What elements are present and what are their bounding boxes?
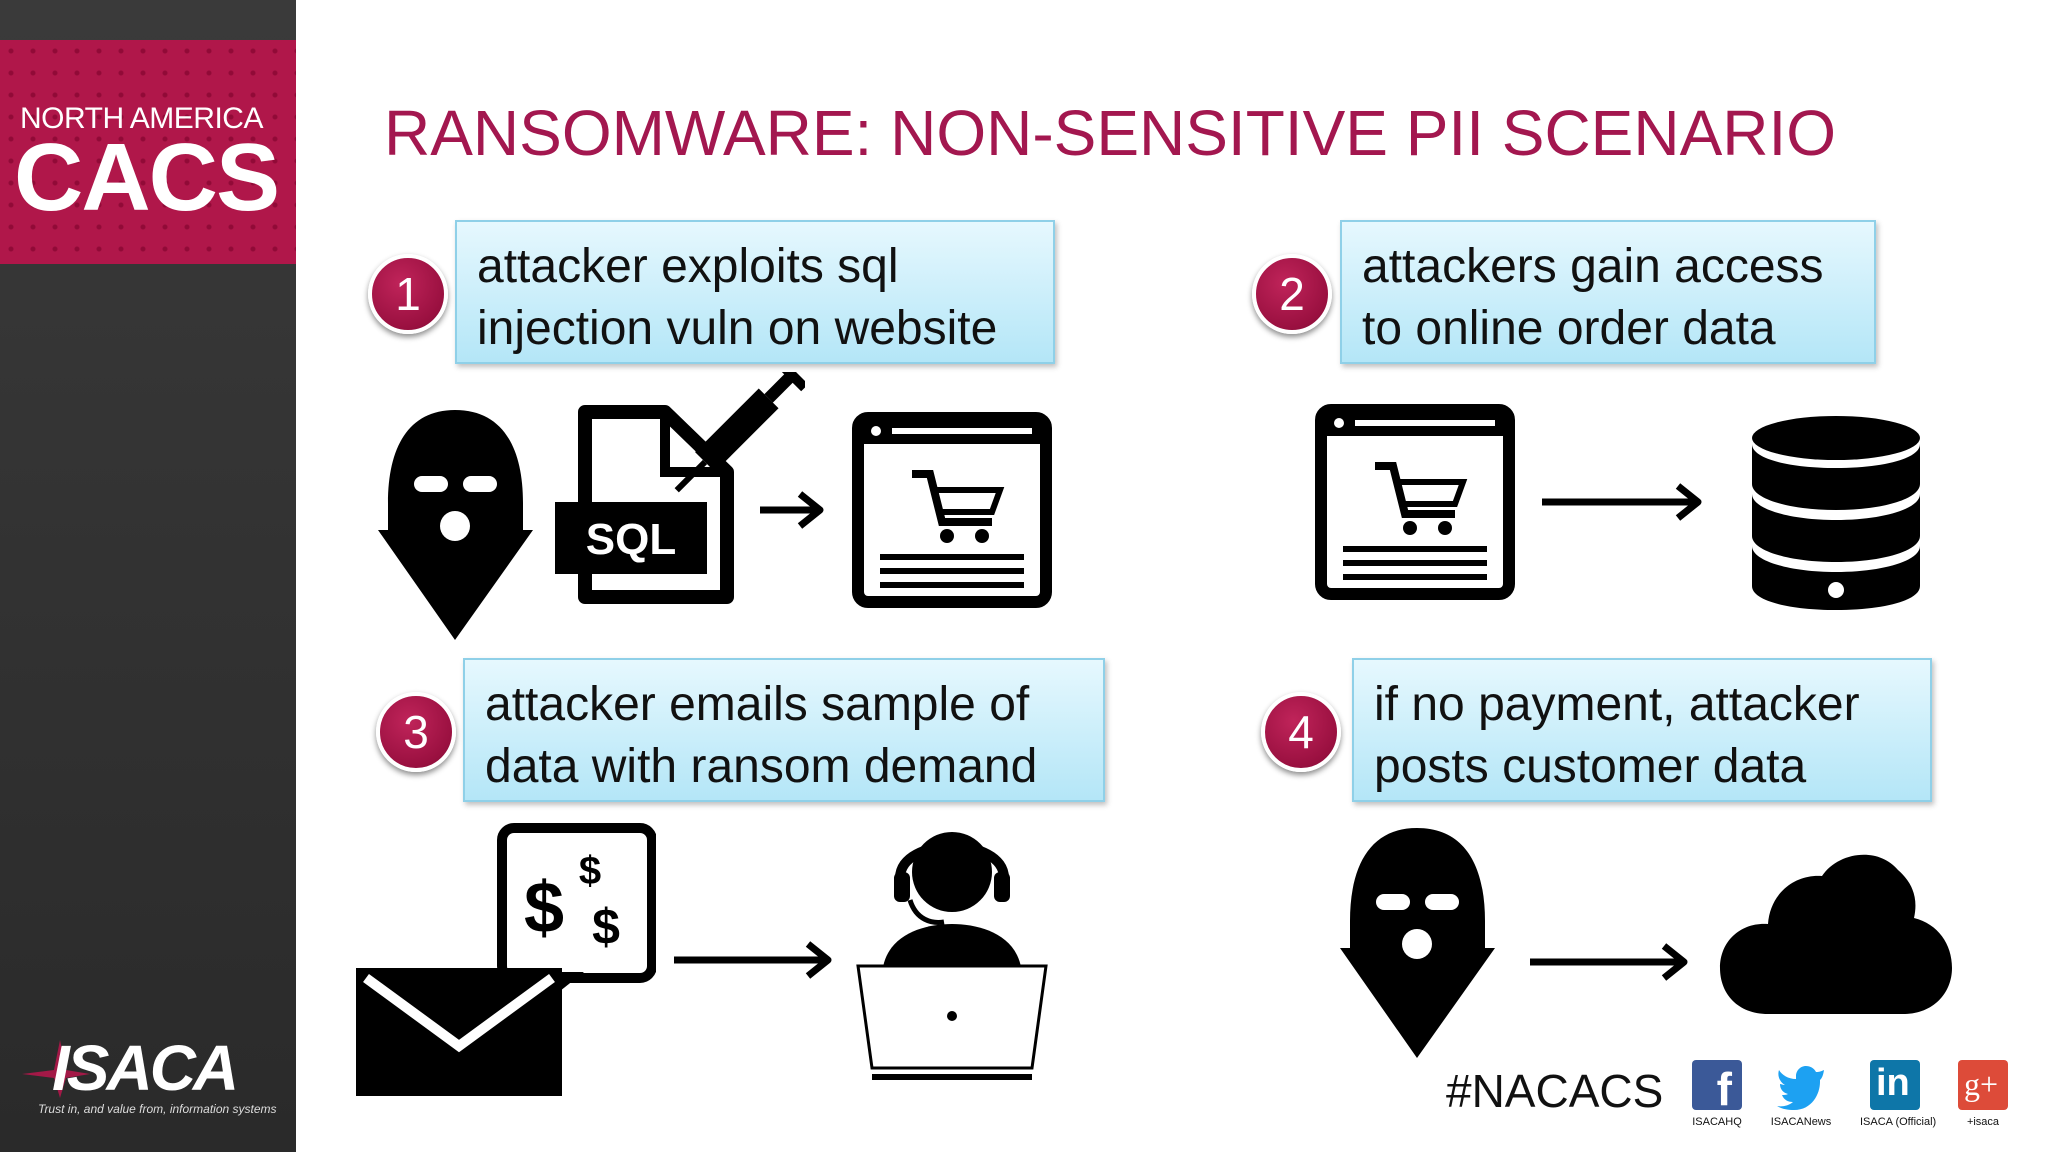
linkedin-caption: ISACA (Official) (1860, 1116, 1937, 1128)
sql-injection-icon: SQL (555, 372, 805, 604)
arrow-right-icon (674, 941, 832, 979)
dollar-sign-large: $ (524, 868, 564, 948)
step-3-badge: 3 (376, 692, 456, 772)
sidebar: NORTH AMERICA CACS ISACA Trust in, and v… (0, 0, 296, 1152)
step-4-line-1: if no payment, attacker (1374, 678, 1860, 731)
step-1-line-2: injection vuln on website (477, 302, 998, 355)
hacker-mask-icon (1340, 828, 1495, 1058)
hashtag: #NACACS (1446, 1065, 1664, 1117)
brand-name: CACS (14, 124, 280, 231)
step-1-line-1: attacker exploits sql (477, 240, 899, 293)
facebook-caption: ISACAHQ (1692, 1116, 1742, 1128)
step-3-line-2: data with ransom demand (485, 740, 1038, 793)
envelope-ransom-icon: $ $ $ (356, 823, 656, 1096)
isaca-logo: ISACA (52, 1032, 239, 1104)
twitter-caption: ISACANews (1770, 1116, 1832, 1128)
step-2-badge: 2 (1252, 254, 1332, 334)
arrow-right-icon (1530, 943, 1688, 981)
social-facebook[interactable]: f ISACAHQ (1682, 1060, 1752, 1128)
social-linkedin[interactable]: in ISACA (Official) (1860, 1060, 1937, 1128)
googleplus-caption: +isaca (1966, 1116, 2000, 1128)
brand-region: NORTH AMERICA (20, 102, 263, 135)
slide-title: RANSOMWARE: NON-SENSITIVE PII SCENARIO (384, 97, 1837, 169)
step-4-line-2: posts customer data (1374, 740, 1807, 793)
hacker-mask-icon (378, 410, 533, 640)
shopping-website-icon (1315, 404, 1515, 600)
arrow-right-icon (1542, 483, 1702, 521)
social-googleplus[interactable]: g+ +isaca (1948, 1060, 2018, 1128)
cloud-icon (1720, 854, 1952, 1014)
step-3-callout: attacker emails sample of data with rans… (463, 658, 1105, 802)
isaca-tagline: Trust in, and value from, information sy… (38, 1102, 277, 1116)
step-1-callout: attacker exploits sql injection vuln on … (455, 220, 1055, 364)
step-3-line-1: attacker emails sample of (485, 678, 1030, 731)
step-2-line-1: attackers gain access (1362, 240, 1824, 293)
social-twitter[interactable]: ISACANews (1766, 1060, 1836, 1128)
database-icon (1752, 416, 1920, 610)
support-agent-laptop-icon (856, 832, 1048, 1080)
step-1-badge: 1 (368, 254, 448, 334)
step-4-callout: if no payment, attacker posts customer d… (1352, 658, 1932, 802)
shopping-website-icon (852, 412, 1052, 608)
dollar-sign-small: $ (579, 849, 601, 893)
step-4-badge: 4 (1261, 692, 1341, 772)
linkedin-icon: in (1870, 1060, 1920, 1110)
isaca-star-icon (22, 1040, 90, 1098)
twitter-icon (1777, 1066, 1824, 1110)
brand-banner: NORTH AMERICA CACS (0, 40, 296, 264)
sql-label: SQL (586, 515, 676, 564)
dollar-sign-medium: $ (592, 899, 620, 955)
arrow-right-icon (760, 491, 824, 529)
linkedin-glyph: in (1876, 1062, 1910, 1104)
step-2-line-2: to online order data (1362, 302, 1776, 355)
facebook-glyph: f (1716, 1063, 1732, 1115)
step-2-callout: attackers gain access to online order da… (1340, 220, 1876, 364)
googleplus-icon: g+ (1958, 1060, 2008, 1110)
googleplus-glyph: g+ (1964, 1066, 1999, 1102)
facebook-icon: f (1692, 1060, 1742, 1115)
